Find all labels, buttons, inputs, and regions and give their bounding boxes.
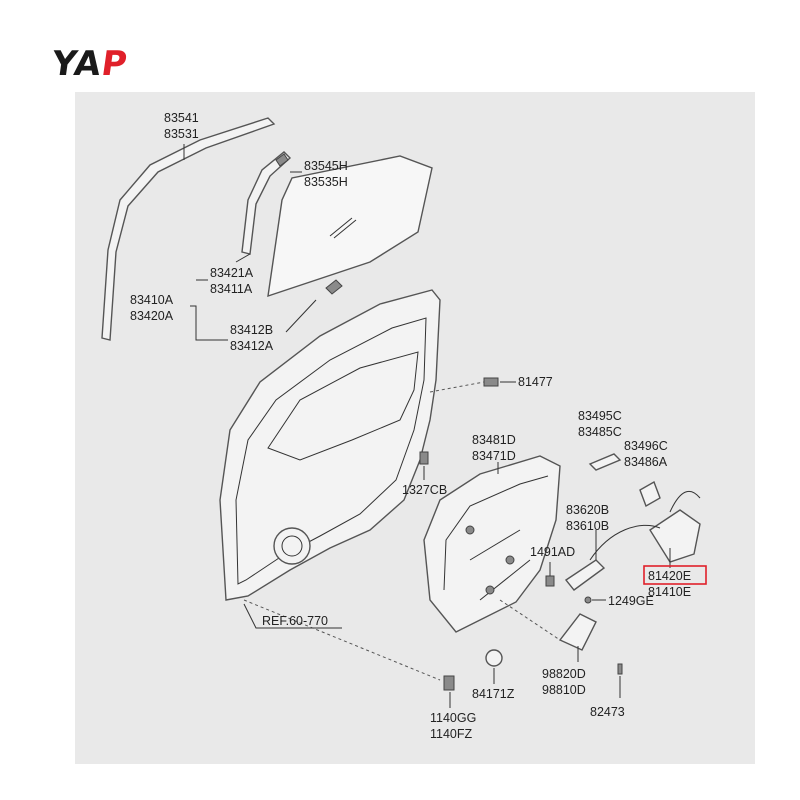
dash-module (499, 599, 561, 641)
bolt-1327CB (419, 451, 429, 465)
label-83411A: 83411A (210, 282, 253, 296)
glass-logo-mark (329, 217, 357, 239)
label-98810D: 98810D (542, 683, 586, 697)
label-81420E: 81420E (648, 569, 691, 583)
label-1140GG: 1140GG (430, 711, 476, 725)
leader-83412B (285, 299, 317, 333)
door-inner-window-opening (267, 351, 419, 461)
screw-1249GE (584, 596, 592, 604)
module-bolt-c (485, 585, 495, 595)
label-83495C: 83495C (578, 409, 622, 423)
label-83535H: 83535H (304, 175, 348, 189)
leader-83421A (235, 253, 251, 263)
label-83541: 83541 (164, 111, 199, 125)
label-83410A: 83410A (130, 293, 174, 307)
label-83496C: 83496C (624, 439, 668, 453)
label-83545H: 83545H (304, 159, 348, 173)
speaker-hole-inner (281, 535, 303, 557)
handle-83620B (564, 559, 606, 591)
door-frame (219, 289, 441, 601)
label-1327CB: 1327CB (402, 483, 447, 497)
latch-81420E (649, 509, 701, 563)
bolt-1140GG (443, 675, 455, 691)
door-glass (267, 155, 433, 298)
label-83412A: 83412A (230, 339, 274, 353)
handle-98820D (558, 613, 597, 651)
window-run-channel (101, 117, 276, 341)
module-bolt-a (465, 525, 475, 535)
nut-1491AD (545, 575, 555, 587)
label-83485C: 83485C (578, 425, 622, 439)
label-81477: 81477 (518, 375, 553, 389)
highlight-box-81420E (643, 565, 707, 585)
label-81410E: 81410E (648, 585, 691, 599)
dash-81477 (429, 381, 485, 393)
leader-ref (243, 603, 342, 629)
door-module-panel (423, 455, 561, 633)
screw-82473 (617, 663, 623, 675)
grommet-84171Z (485, 649, 503, 667)
label-1491AD: 1491AD (530, 545, 575, 559)
label-83531: 83531 (164, 127, 199, 141)
label-82473: 82473 (590, 705, 625, 719)
label-83610B: 83610B (566, 519, 609, 533)
label-98820D: 98820D (542, 667, 586, 681)
label-ref-60-770: REF.60-770 (262, 614, 328, 628)
leader-83410A (190, 279, 228, 341)
label-83471D: 83471D (472, 449, 516, 463)
glass-bracket (325, 279, 343, 295)
label-83620B: 83620B (566, 503, 609, 517)
label-83481D: 83481D (472, 433, 516, 447)
label-83420A: 83420A (130, 309, 174, 323)
label-83486A: 83486A (624, 455, 668, 469)
label-1249GE: 1249GE (608, 594, 654, 608)
module-bolt-b (505, 555, 515, 565)
label-84171Z: 84171Z (472, 687, 515, 701)
speaker-hole (273, 527, 311, 565)
clip-81477 (483, 377, 499, 387)
bracket-83496C (639, 480, 661, 508)
bracket-83495C (588, 453, 622, 471)
dash-ref (243, 599, 441, 681)
label-1140FZ: 1140FZ (430, 727, 473, 741)
label-83421A: 83421A (210, 266, 254, 280)
label-83412B: 83412B (230, 323, 273, 337)
center-channel-clip (275, 153, 289, 167)
